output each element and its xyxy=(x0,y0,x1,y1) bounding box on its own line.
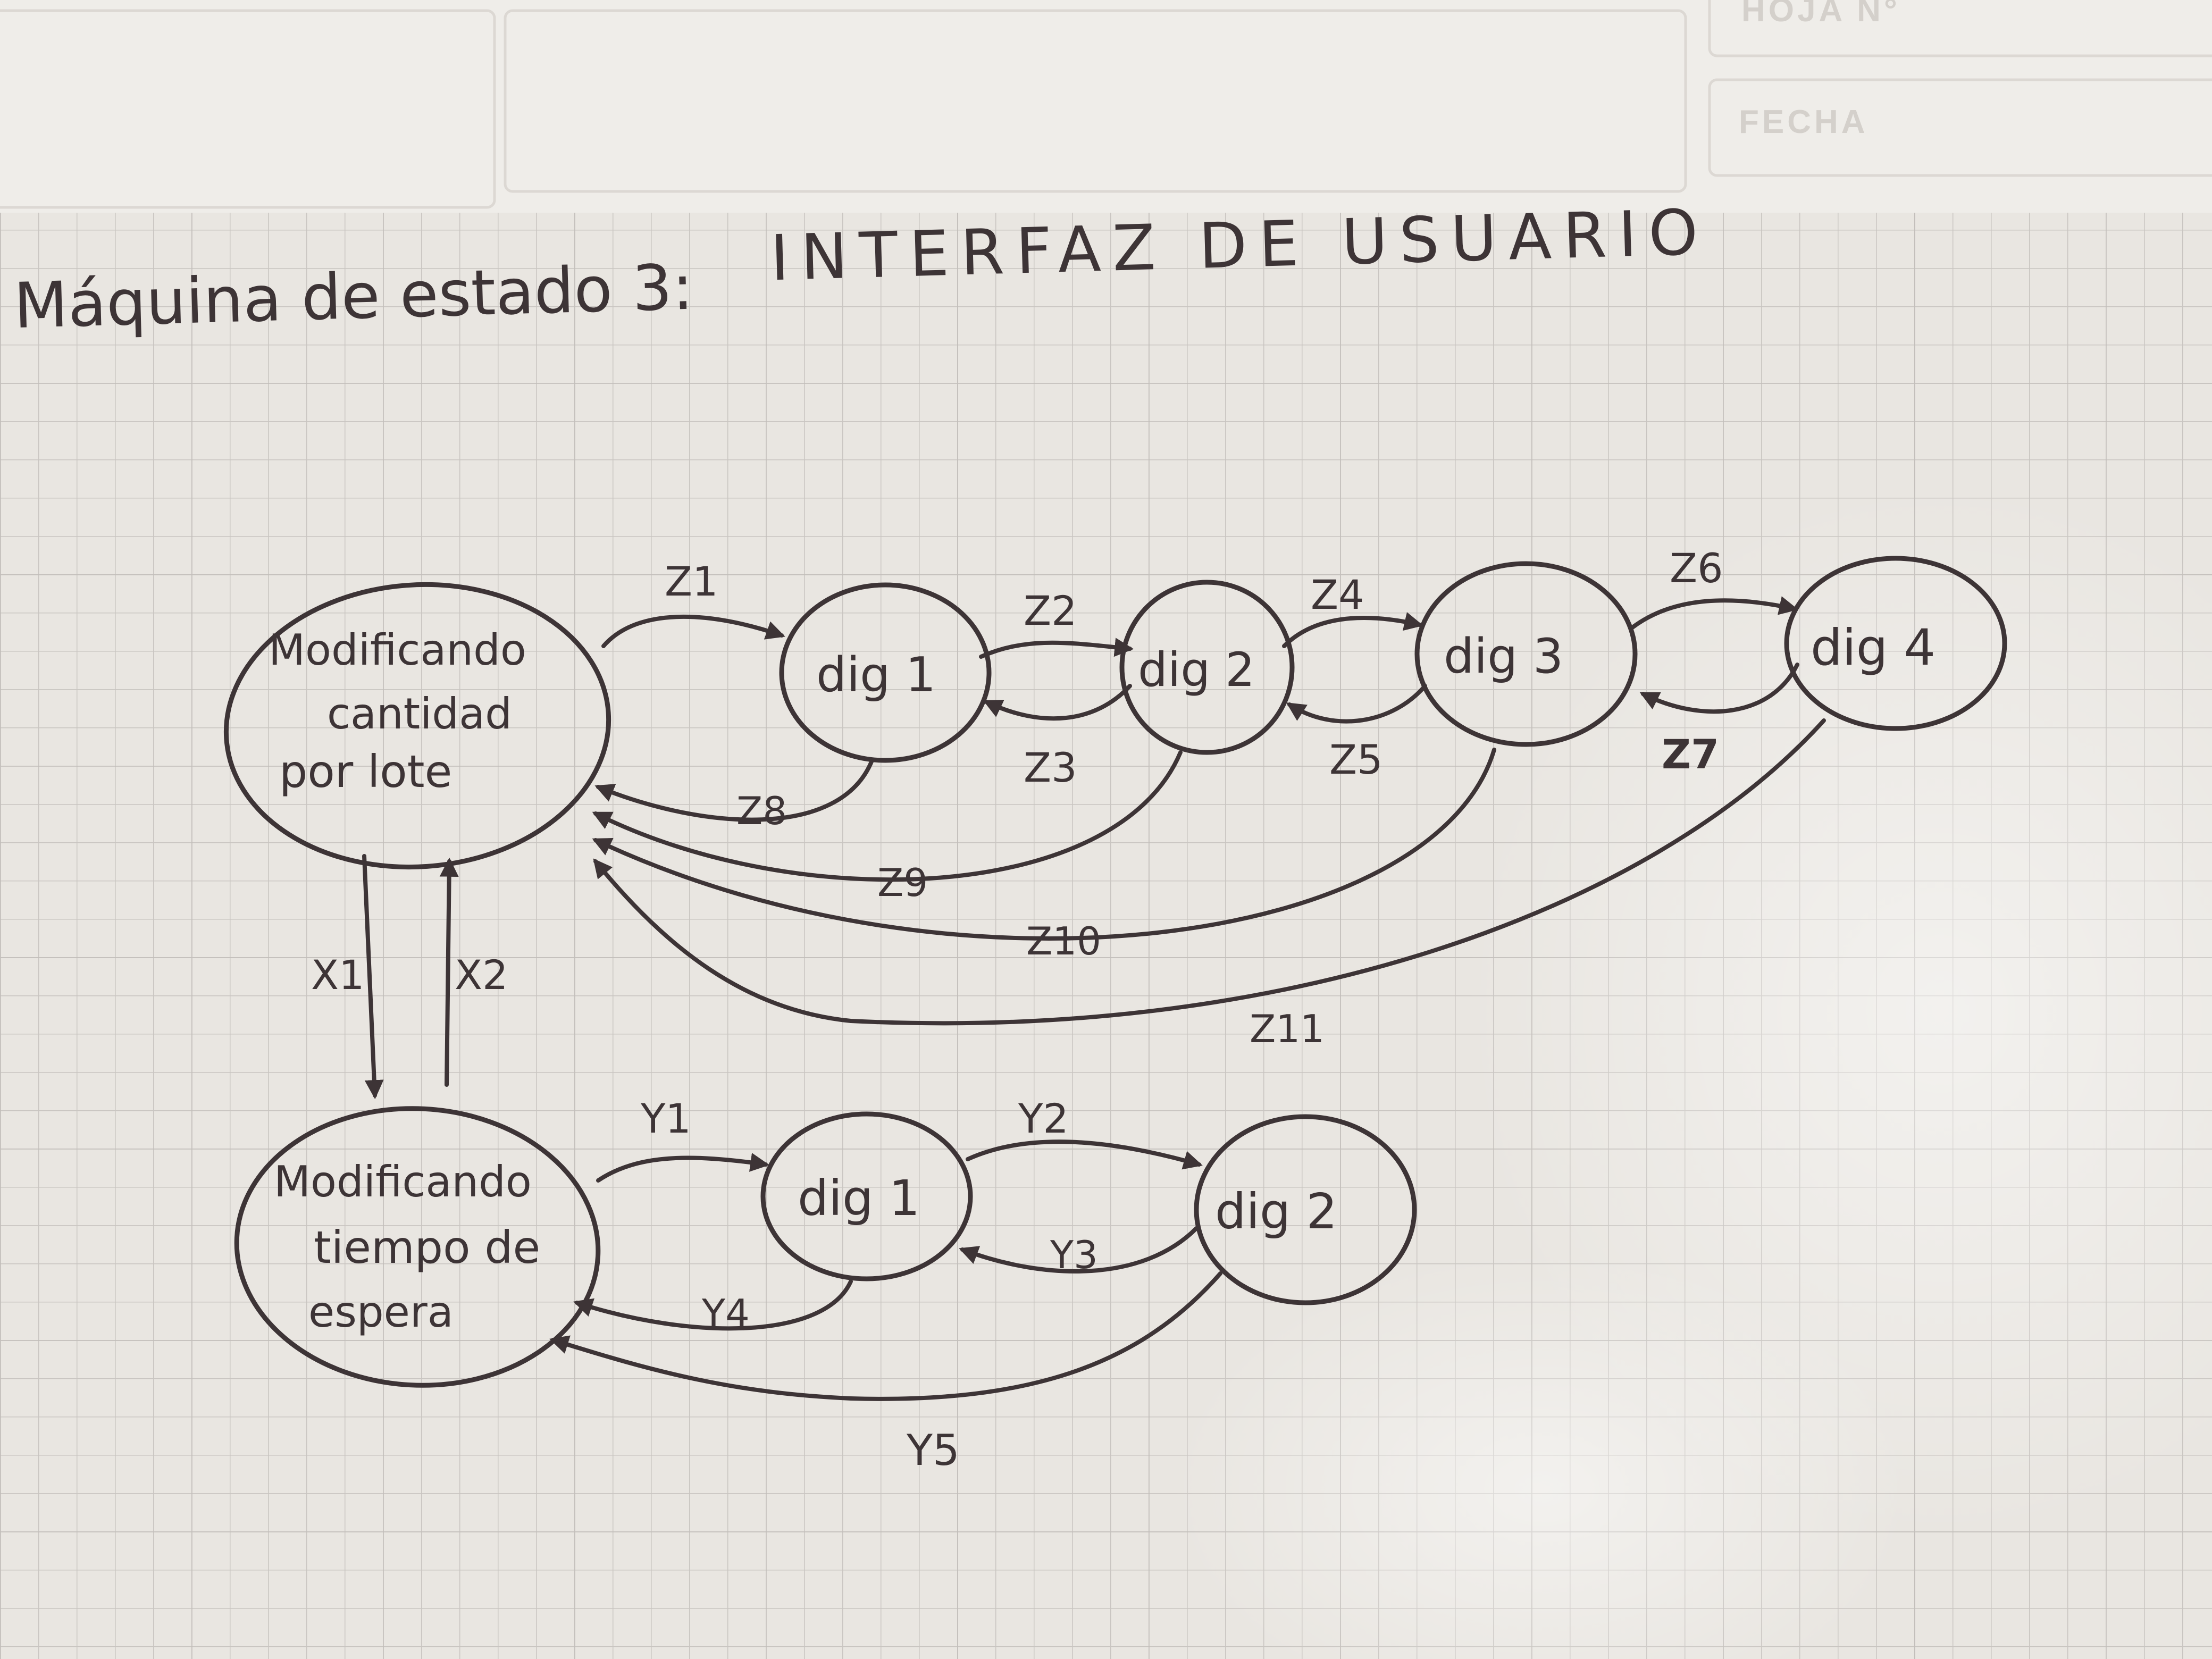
state-z-dig-3-label: dig 3 xyxy=(1444,629,1563,684)
state-tiempo-circle xyxy=(234,1106,601,1388)
label-z10: Z10 xyxy=(1026,919,1101,963)
state-z-dig-3: dig 3 xyxy=(1414,561,1638,747)
state-z-dig-3-circle xyxy=(1414,561,1638,747)
state-z-dig-4-circle xyxy=(1784,556,2007,731)
edge-z9 xyxy=(592,750,1183,882)
label-y2: Y2 xyxy=(1018,1095,1069,1142)
state-tiempo-line-3: espera xyxy=(308,1287,454,1337)
state-y-dig-2-label: dig 2 xyxy=(1215,1183,1337,1240)
state-tiempo-line-1: Modificando xyxy=(274,1157,532,1206)
diagram-title: Máquina de estado 3: INTERFAZ DE USUARIO xyxy=(13,195,1711,342)
edge-z8 xyxy=(594,758,874,822)
label-y4: Y4 xyxy=(701,1291,750,1336)
edge-y1 xyxy=(596,1153,770,1183)
state-cantidad-line-3: por lote xyxy=(279,745,452,798)
edge-z1 xyxy=(601,615,785,648)
edge-y5 xyxy=(549,1271,1222,1401)
state-tiempo-line-2: tiempo de xyxy=(314,1221,540,1273)
transitions xyxy=(362,596,1826,1401)
label-z8: Z8 xyxy=(736,789,787,833)
label-y3: Y3 xyxy=(1050,1233,1098,1277)
state-y-dig-1-circle xyxy=(760,1111,973,1281)
header-band xyxy=(0,0,2212,213)
header-box-left xyxy=(0,9,496,209)
state-z-dig-1-circle xyxy=(779,582,992,763)
state-cantidad-line-1: Modificando xyxy=(269,625,526,675)
label-z3: Z3 xyxy=(1024,744,1077,791)
state-modificando-tiempo: Modificando tiempo de espera xyxy=(234,1106,601,1388)
label-y1: Y1 xyxy=(640,1095,691,1142)
state-z-dig-2-circle xyxy=(1119,580,1295,755)
states: Modificando cantidad por lote dig 1 dig … xyxy=(223,556,2007,1388)
label-z5: Z5 xyxy=(1329,736,1382,783)
transition-labels: Z1 Z2 Z3 Z4 Z5 Z6 Z7 Z8 Z9 Z10 Z11 X1 X2… xyxy=(311,544,1723,1475)
state-y-dig-1: dig 1 xyxy=(760,1111,973,1281)
state-cantidad-circle xyxy=(223,582,611,870)
form-header: HOJA N° FECHA xyxy=(0,0,2212,209)
edge-x2 xyxy=(439,857,459,1087)
header-box-center xyxy=(504,9,1687,193)
state-y-dig-1-label: dig 1 xyxy=(798,1170,920,1227)
sheet-number-label: HOJA N° xyxy=(1741,0,1900,29)
edge-y3 xyxy=(959,1226,1199,1273)
state-y-dig-2: dig 2 xyxy=(1194,1114,1417,1305)
edge-z2 xyxy=(979,638,1134,659)
state-modificando-cantidad: Modificando cantidad por lote xyxy=(223,582,611,870)
label-z1: Z1 xyxy=(665,558,718,605)
edge-y4 xyxy=(573,1279,853,1331)
edge-z5 xyxy=(1286,684,1427,724)
state-z-dig-2-label: dig 2 xyxy=(1138,642,1255,697)
label-z4: Z4 xyxy=(1311,571,1364,618)
date-label: FECHA xyxy=(1739,104,1869,140)
label-z9: Z9 xyxy=(877,860,928,905)
header-box-date xyxy=(1708,78,2212,177)
state-z-dig-4: dig 4 xyxy=(1784,556,2007,731)
state-z-dig-1-label: dig 1 xyxy=(816,647,936,703)
label-z6: Z6 xyxy=(1670,544,1723,592)
edge-y2 xyxy=(966,1139,1203,1170)
state-z-dig-1: dig 1 xyxy=(779,582,992,763)
edge-z3 xyxy=(983,684,1132,721)
label-y5: Y5 xyxy=(906,1426,960,1475)
state-z-dig-4-label: dig 4 xyxy=(1811,619,1936,677)
state-y-dig-2-circle xyxy=(1194,1114,1417,1305)
light-reflection-bottom xyxy=(1170,1250,1914,1659)
label-z2: Z2 xyxy=(1024,587,1077,634)
label-z7: Z7 xyxy=(1662,731,1719,778)
label-z11: Z11 xyxy=(1250,1007,1325,1051)
label-x2: X2 xyxy=(455,951,508,999)
edge-z6 xyxy=(1630,596,1799,630)
edge-z11 xyxy=(593,718,1826,1026)
edge-z10 xyxy=(592,748,1496,941)
edge-z4 xyxy=(1282,612,1424,648)
edge-x1 xyxy=(362,854,384,1100)
state-cantidad-line-2: cantidad xyxy=(327,689,512,739)
edge-z7 xyxy=(1639,663,1799,714)
label-x1: X1 xyxy=(311,951,364,999)
state-z-dig-2: dig 2 xyxy=(1119,580,1295,755)
header-box-sheet xyxy=(1708,0,2212,57)
